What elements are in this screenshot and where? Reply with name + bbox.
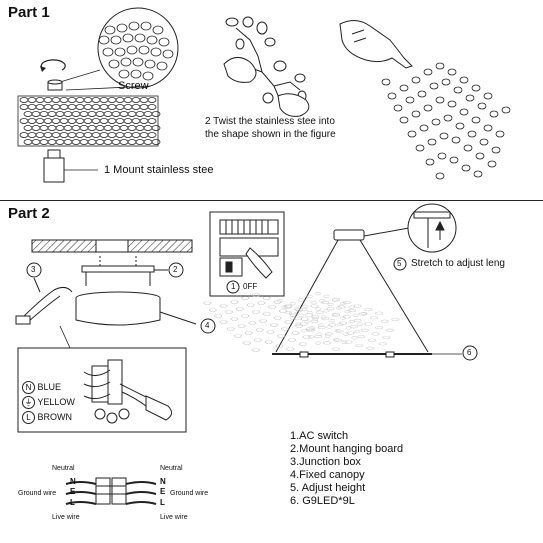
terminal-n-right: N bbox=[160, 477, 166, 486]
stretch-label: Stretch to adjust leng bbox=[411, 258, 505, 269]
terminal-l-right: L bbox=[160, 498, 165, 507]
wiring-legend: N BLUE ⏚ YELLOW L BROWN bbox=[22, 380, 75, 425]
callout-5-circle bbox=[393, 257, 407, 271]
terminal-e-left: E bbox=[70, 487, 76, 496]
terminal-e-right: E bbox=[160, 487, 166, 496]
terminal-l-left: L bbox=[70, 498, 75, 507]
callout-2-circle bbox=[168, 262, 184, 278]
screw-label: Screw bbox=[118, 80, 149, 92]
legend-item-yellow: ⏚ YELLOW bbox=[22, 395, 75, 410]
anchor-icon bbox=[43, 149, 98, 183]
legend-item-brown: L BROWN bbox=[22, 410, 75, 425]
live-icon: L bbox=[22, 411, 35, 424]
ac-switch-panel bbox=[209, 211, 285, 297]
ground-left-label: Ground wire bbox=[18, 490, 57, 497]
spec-list: 1.AC switch 2.Mount hanging board 3.Junc… bbox=[290, 430, 403, 508]
finished-cluster bbox=[381, 62, 511, 180]
spec-item: 1.AC switch bbox=[290, 430, 349, 442]
legend-item-blue: N BLUE bbox=[22, 380, 75, 395]
chandelier-cap bbox=[275, 225, 429, 353]
callout-3-circle bbox=[26, 262, 42, 278]
ceiling-bar bbox=[31, 239, 193, 253]
wire-connection-diagram bbox=[65, 477, 157, 505]
canopy bbox=[75, 291, 197, 326]
section-divider bbox=[0, 200, 543, 201]
callout-4-label: 4 bbox=[205, 321, 210, 330]
neutral-left-label: Neutral bbox=[52, 465, 75, 472]
spec-item: 3.Junction box bbox=[290, 456, 361, 468]
chandelier-body bbox=[203, 292, 462, 358]
stretch-detail bbox=[407, 203, 457, 253]
wiring-detail bbox=[17, 325, 187, 433]
part1-title: Part 1 bbox=[8, 4, 50, 21]
twist-illustration bbox=[223, 16, 310, 117]
part2-title: Part 2 bbox=[8, 205, 50, 222]
mounting-plate bbox=[81, 256, 168, 286]
ground-icon: ⏚ bbox=[22, 396, 35, 409]
spec-item: 5. Adjust height bbox=[290, 482, 366, 494]
spec-item: 6. G9LED*9L bbox=[290, 495, 355, 507]
callout-1-circle bbox=[226, 280, 240, 294]
mesh-panel bbox=[17, 95, 161, 147]
callout-3-label: 3 bbox=[31, 265, 36, 274]
ground-right-label: Ground wire bbox=[170, 490, 209, 497]
screw-icon bbox=[40, 59, 66, 91]
neutral-right-label: Neutral bbox=[160, 465, 183, 472]
callout-6-circle bbox=[462, 345, 478, 361]
pointing-hand-icon bbox=[339, 20, 413, 69]
callout-1-label: 1 bbox=[231, 282, 236, 291]
callout-2-label: 2 bbox=[173, 265, 178, 274]
step2-line2: the shape shown in the figure bbox=[205, 129, 336, 140]
spec-item: 4.Fixed canopy bbox=[290, 469, 365, 481]
step2-line1: 2 Twist the stainless stee into bbox=[205, 116, 335, 127]
callout-6-label: 6 bbox=[467, 348, 472, 357]
callout-5-label: 5 bbox=[397, 259, 402, 268]
live-left-label: Live wire bbox=[52, 514, 80, 521]
terminal-n-left: N bbox=[70, 477, 76, 486]
off-label: 0FF bbox=[243, 282, 258, 291]
step1-label: 1 Mount stainless stee bbox=[104, 164, 214, 176]
live-right-label: Live wire bbox=[160, 514, 188, 521]
junction-box bbox=[15, 277, 73, 325]
callout-4-circle bbox=[200, 318, 216, 334]
spec-item: 2.Mount hanging board bbox=[290, 443, 404, 455]
mesh-magnifier bbox=[59, 7, 179, 91]
neutral-icon: N bbox=[22, 381, 35, 394]
